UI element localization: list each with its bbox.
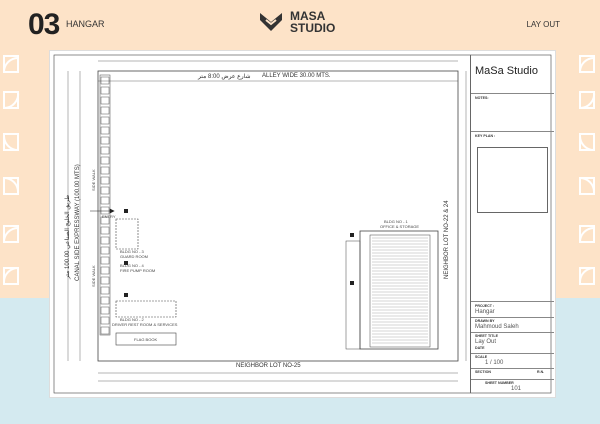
sheet-title-value: Lay Out [475, 339, 497, 345]
bldg3-sub-label: GUARD ROOM [120, 254, 148, 259]
decorative-right-shapes [560, 52, 600, 302]
neighbor-right-label: NEIGHBOR LOT NO-22 & 24 [444, 200, 450, 279]
parking-bay [100, 296, 110, 305]
parking-bay [100, 186, 110, 195]
parking-bay [100, 246, 110, 255]
sheet-number-value: 101 [511, 386, 522, 392]
flag-book-label: FLAG BOOK [134, 337, 158, 342]
drawing-sheet: شارع عرض 8:00 متر ALLEY WIDE 30.00 MTS. … [50, 51, 555, 397]
bldg3-label: BLDG NO - 3 [120, 249, 144, 254]
parking-bay [100, 206, 110, 215]
parking-bay [100, 96, 110, 105]
logo-line-2: STUDIO [290, 21, 336, 35]
key-plan-label: KEY PLAN : [475, 134, 496, 138]
parking-bay [100, 166, 110, 175]
side-walk-label-top: SIDE WALK [91, 169, 96, 191]
parking-bay [100, 256, 110, 265]
logo-line-1: MASA [290, 9, 326, 23]
parking-bay [100, 176, 110, 185]
street-label: CANAL SIDE EXPRESSWAY (100.00 MTS) [75, 164, 81, 281]
logo: MASA STUDIO [257, 10, 335, 34]
neighbor-bottom-label: NEIGHBOR LOT NO-25 [236, 363, 301, 369]
parking-bay [100, 146, 110, 155]
bldg2-label: BLDG NO - 2 [120, 317, 144, 322]
bldg1-sub-label: OFFICE & STORAGE [380, 224, 420, 229]
parking-bay [100, 266, 110, 275]
alley-label: ALLEY WIDE 30.00 MTS. [262, 73, 331, 79]
parking-bay [100, 236, 110, 245]
parking-bay [100, 276, 110, 285]
title-block-brand: MaSa Studio [475, 65, 538, 77]
bldg1-label: BLDG NO - 1 [384, 219, 408, 224]
site-plan-drawing [53, 54, 552, 394]
sheet-number-label: SHEET NUMBER [485, 381, 514, 385]
parking-bay [100, 226, 110, 235]
page-title: HANGAR [66, 19, 105, 29]
logo-icon [260, 13, 282, 31]
parking-bay [100, 76, 110, 85]
parking-bay [100, 196, 110, 205]
key-plan-box [477, 147, 548, 213]
bldg4-label: BLDG NO - 4 [120, 263, 144, 268]
parking-bay [100, 316, 110, 325]
section-field-label: SECTION [475, 370, 491, 374]
entry-label: ENTRY [102, 214, 116, 219]
parking-bay [100, 106, 110, 115]
bldg2-sub-label: DRIVER REST ROOM & SERVICES [112, 322, 178, 327]
project-label: PROJECT : [475, 304, 495, 308]
parking-bay [100, 136, 110, 145]
title-block: MaSa Studio NOTES: KEY PLAN : PROJECT : … [470, 55, 554, 393]
scale-label: SCALE [475, 355, 488, 359]
drawn-by-label: DRAWN BY [475, 319, 495, 323]
parking-bay [100, 156, 110, 165]
parking-bay [100, 306, 110, 315]
decorative-left-shapes [0, 52, 40, 302]
alley-arabic-label: شارع عرض 8:00 متر [198, 74, 251, 80]
parking-bay [100, 216, 110, 225]
street-arabic-label: طريق الخليج الصناعي 100.00 متر [65, 194, 71, 279]
drawn-by-value: Mahmoud Saleh [475, 324, 519, 330]
parking-bay [100, 286, 110, 295]
date-label: DATE [475, 346, 485, 350]
sheet-title-label: SHEET TITLE [475, 334, 498, 338]
parking-bay [100, 126, 110, 135]
project-value: Hangar [475, 309, 495, 315]
side-walk-label-bottom: SIDE WALK [91, 265, 96, 287]
parking-bay [100, 116, 110, 125]
rev-label: R.N. [537, 370, 545, 374]
scale-value: 1 / 100 [485, 360, 504, 366]
page-number: 03 [28, 8, 60, 41]
section-label: LAY OUT [526, 20, 561, 29]
notes-label: NOTES: [475, 96, 489, 100]
parking-bay [100, 326, 110, 335]
bldg4-sub-label: FIRE PUMP ROOM [120, 268, 156, 273]
parking-bay [100, 86, 110, 95]
